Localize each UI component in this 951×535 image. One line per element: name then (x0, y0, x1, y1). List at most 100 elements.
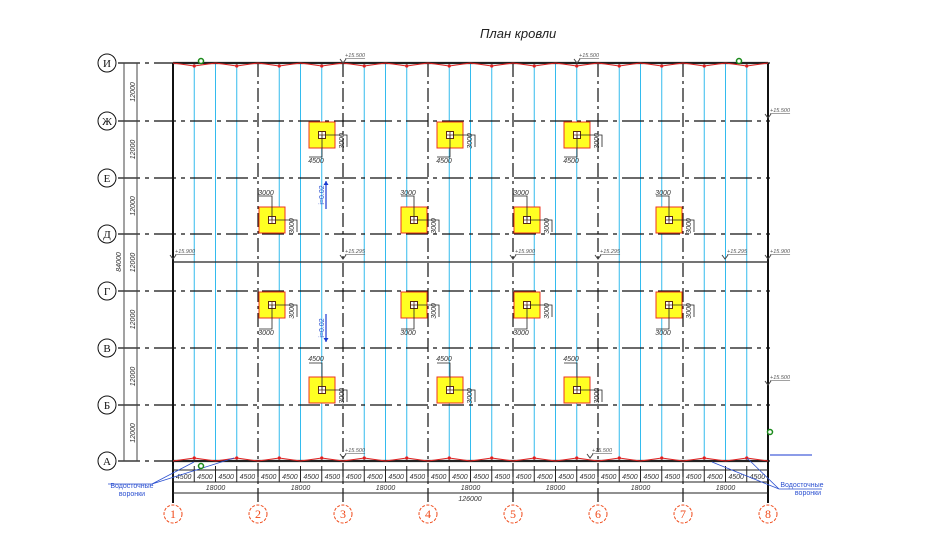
skylight-dimension-label: 3000 (594, 388, 601, 404)
elevation-mark-icon (586, 453, 594, 459)
elevation-label: +15.900 (515, 249, 536, 255)
drain-funnel-icon (235, 456, 239, 460)
drain-funnel-icon (532, 456, 536, 460)
drain-funnel-icon (405, 456, 409, 460)
skylight-dimension-label: 3000 (686, 218, 693, 234)
dimension-leader (672, 219, 695, 232)
drain-funnel-icon (490, 456, 494, 460)
elevation-label: +15.900 (770, 249, 791, 255)
skylight-dimension-label: 3000 (258, 190, 274, 197)
elevation-mark-icon (339, 254, 347, 260)
dimension-leader (259, 195, 273, 220)
elevation-label: +15.500 (770, 375, 791, 381)
bay-dimension-label: 4500 (473, 474, 489, 481)
column-axis-bubble (333, 504, 353, 524)
row-axis-bubble (97, 168, 117, 188)
drain-funnel-icon (235, 64, 239, 68)
dimension-leader (656, 195, 670, 220)
bay-dimension-label: 4500 (197, 474, 213, 481)
dimension-leader (672, 304, 695, 317)
skylight-offset-label: 4500 (436, 158, 452, 165)
drain-funnel-icon (660, 64, 664, 68)
elevation-label: +15.500 (770, 108, 791, 114)
bay-dimension-label: 4500 (303, 474, 319, 481)
row-spacing-label: 12000 (130, 82, 137, 102)
bay-dimension-label: 4500 (282, 474, 298, 481)
drain-funnel-icon (617, 456, 621, 460)
bay-dimension-label: 4500 (686, 474, 702, 481)
elevation-mark-icon (764, 254, 772, 260)
slope-arrowhead-icon (323, 181, 329, 185)
skylight-dimension-label: 3000 (467, 133, 474, 149)
row-spacing-label: 12000 (130, 367, 137, 387)
dimension-leader (514, 305, 528, 330)
skylight-dimension-label: 3000 (513, 190, 529, 197)
dimension-leader (564, 135, 578, 158)
bay-dimension-label: 4500 (346, 474, 362, 481)
row-axis-bubble (97, 451, 117, 471)
drain-funnel-icon (617, 64, 621, 68)
elevation-mark-icon (509, 254, 517, 260)
drain-funnel-icon (702, 456, 706, 460)
elevation-mark-icon (339, 58, 347, 64)
skylight-offset-label: 4500 (563, 356, 579, 363)
skylight-dimension-label: 3000 (400, 330, 416, 337)
bay-dimension-label: 4500 (176, 474, 192, 481)
bay-dimension-label: 4500 (367, 474, 383, 481)
elevation-mark-icon (764, 380, 772, 386)
skylight-offset-label: 4500 (436, 356, 452, 363)
dimension-leader (309, 135, 323, 158)
elevation-mark-icon (169, 254, 177, 260)
column-axis-bubble (758, 504, 778, 524)
bay-dimension-label: 4500 (558, 474, 574, 481)
bay-dimension-label: 4500 (410, 474, 426, 481)
slope-label: i=0.02 (319, 318, 326, 337)
bay-dimension-label: 4500 (750, 474, 766, 481)
row-axis-label: Б (104, 400, 110, 412)
skylight-dimension-label: 3000 (655, 330, 671, 337)
dimension-leader (309, 362, 323, 390)
skylight-dimension-label: 3000 (594, 133, 601, 149)
bay-dimension-label: 4500 (516, 474, 532, 481)
skylight-dimension-label: 3000 (289, 303, 296, 319)
skylight-dimension-label: 3000 (431, 218, 438, 234)
column-axis-label: 2 (255, 507, 261, 521)
column-axis-bubble (248, 504, 268, 524)
dimension-leader (530, 304, 553, 317)
column-axis-label: 5 (510, 507, 516, 521)
total-width-label: 126000 (458, 496, 481, 503)
ladder-marker-icon (766, 428, 774, 436)
elevation-mark-icon (594, 254, 602, 260)
dimension-leader (417, 304, 440, 317)
skylight-dimension-label: 3000 (339, 388, 346, 404)
elevation-label: +15.295 (600, 249, 621, 255)
slope-arrowhead-icon (323, 338, 329, 342)
row-axis-bubble (97, 111, 117, 131)
elevation-label: +15.500 (579, 53, 600, 59)
row-axis-label: Д (103, 229, 111, 241)
dimension-leader (275, 304, 298, 317)
dimension-leader (325, 134, 348, 147)
skylight-dimension-label: 3000 (544, 303, 551, 319)
funnel-leader (108, 457, 235, 485)
dimension-leader (417, 219, 440, 232)
skylight-dimension-label: 3000 (339, 133, 346, 149)
row-axis-label: В (103, 343, 110, 355)
dimension-leader (656, 305, 670, 330)
row-spacing-label: 12000 (130, 140, 137, 160)
skylight-dimension-label: 3000 (289, 218, 296, 234)
dimension-leader (453, 134, 476, 147)
bay-dimension-label: 4500 (325, 474, 341, 481)
dimension-leader (580, 134, 603, 147)
span-dimension-label: 18000 (546, 485, 566, 492)
column-axis-label: 1 (170, 507, 176, 521)
column-axis-label: 4 (425, 507, 431, 521)
drain-funnel-icon (490, 64, 494, 68)
drain-funnel-icon (362, 456, 366, 460)
drawing-title: План кровли (480, 26, 557, 41)
elevation-label: +15.500 (592, 448, 613, 454)
row-spacing-label: 12000 (130, 196, 137, 216)
drain-funnel-icon (277, 64, 281, 68)
drain-funnel-icon (192, 64, 196, 68)
skylight-dimension-label: 3000 (513, 330, 529, 337)
